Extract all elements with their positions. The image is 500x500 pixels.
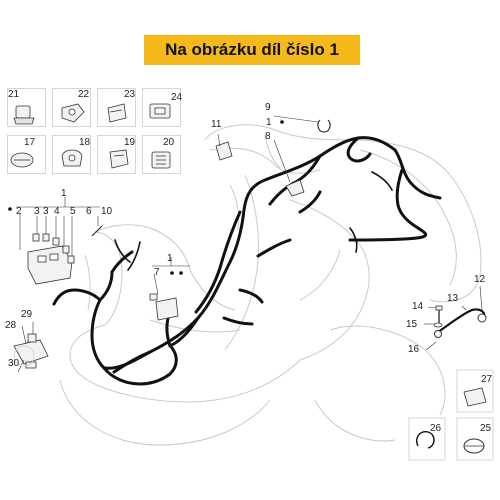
leader-lines-left — [16, 197, 100, 256]
part-number-10: 10 — [101, 206, 113, 217]
part-number-2: 2 — [16, 206, 22, 217]
thumbnail-cell-24 — [142, 88, 181, 127]
part-number-25: 25 — [480, 423, 492, 434]
part-number-1-middle: 1 — [167, 253, 173, 264]
part-number-11: 11 — [211, 119, 222, 130]
part-number-15: 15 — [406, 319, 418, 330]
part-number-6: 6 — [86, 206, 92, 217]
part-number-28: 28 — [5, 320, 17, 331]
part-27-box — [456, 369, 494, 413]
relay-box-assembly — [27, 225, 103, 285]
part-number-27: 27 — [481, 374, 493, 385]
banner-text: Na obrázku díl číslo 1 — [165, 40, 339, 59]
part-number-20: 20 — [163, 137, 175, 148]
part-number-5: 5 — [70, 206, 76, 217]
part-number-3b: 3 — [43, 206, 49, 217]
part-number-3a: 3 — [34, 206, 40, 217]
part-number-21: 21 — [8, 89, 20, 100]
thumbnail-art — [10, 103, 171, 169]
part-number-8: 8 — [265, 131, 271, 142]
part-number-13: 13 — [447, 293, 459, 304]
washer-part-15 — [424, 322, 443, 328]
part-number-26: 26 — [430, 423, 442, 434]
part-number-1-left: 1 — [61, 188, 67, 199]
thumbnail-cell-18 — [52, 135, 91, 174]
part-number-22: 22 — [78, 89, 90, 100]
part-number-17: 17 — [24, 137, 36, 148]
nut-part-16 — [425, 341, 437, 351]
part-number-1-top: 1 — [266, 117, 272, 128]
part-number-30: 30 — [8, 358, 20, 369]
harness-branch-thin — [114, 171, 393, 271]
part-number-16: 16 — [408, 344, 420, 355]
part-number-9: 9 — [265, 102, 271, 113]
part-number-4: 4 — [54, 206, 60, 217]
connector-part-7 — [149, 257, 190, 321]
part-number-24: 24 — [171, 92, 183, 103]
part-number-7: 7 — [154, 267, 160, 278]
part-number-18: 18 — [79, 137, 91, 148]
part-number-19: 19 — [124, 137, 136, 148]
part-number-23: 23 — [124, 89, 136, 100]
scooter-outline — [59, 124, 482, 446]
part-number-banner: Na obrázku díl číslo 1 — [144, 35, 360, 65]
ground-cable-assembly — [434, 285, 487, 338]
clip-part-9 — [273, 115, 331, 133]
wiring-harness — [52, 136, 442, 386]
bracket-part-8 — [273, 139, 305, 197]
part-number-29: 29 — [21, 309, 33, 320]
clamp-part-11 — [215, 133, 233, 161]
part-number-14: 14 — [412, 301, 424, 312]
part-number-12: 12 — [474, 274, 486, 285]
part-25-box — [456, 417, 494, 461]
part-26-box — [408, 417, 446, 461]
